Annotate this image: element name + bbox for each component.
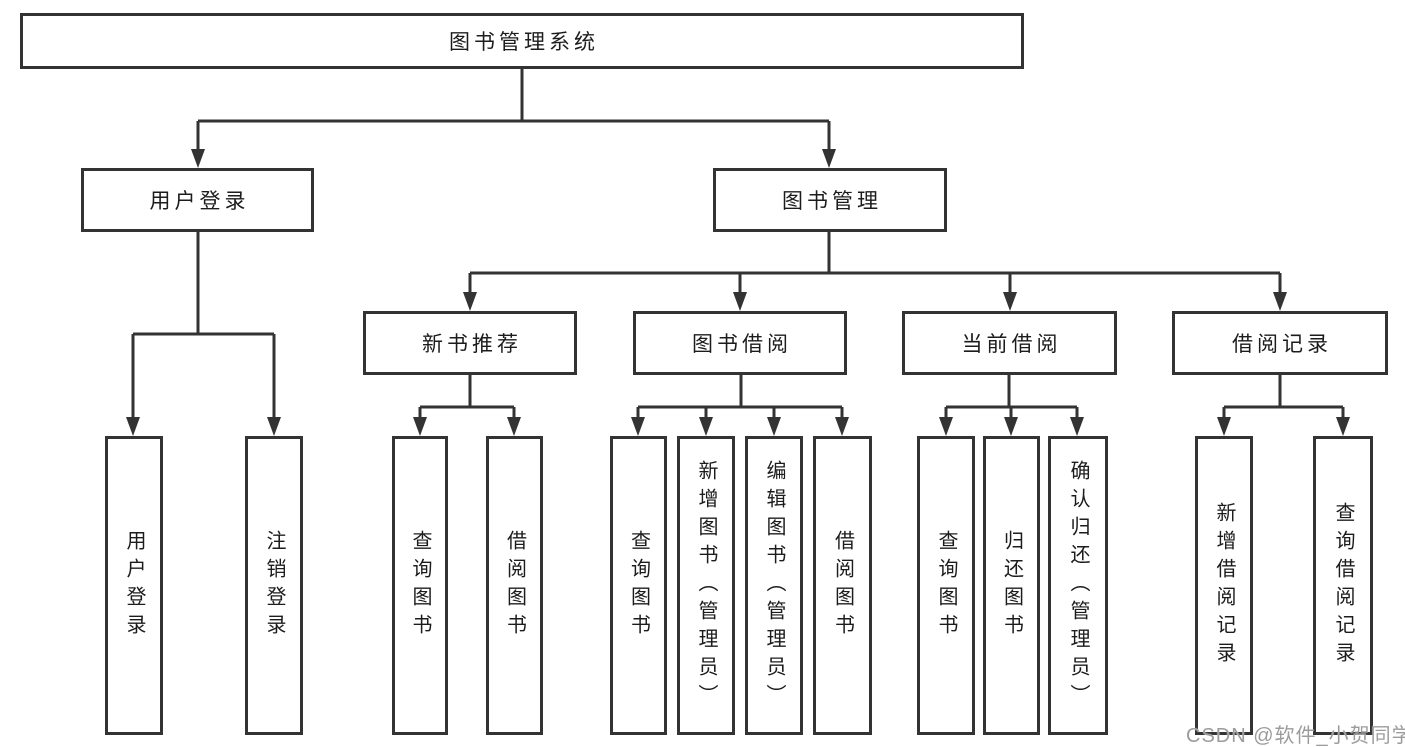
node-label: 查询图书 (409, 529, 431, 642)
leaf-recommend-query-books: 查询图书 (392, 436, 448, 735)
node-label: 用户登录 (149, 190, 250, 213)
node-book-management: 图书管理 (713, 168, 947, 232)
arrowhead-icon (413, 417, 427, 436)
arrowhead-icon (1336, 417, 1350, 436)
leaf-confirm-return-admin: 确认归还（管理员） (1048, 436, 1108, 735)
arrowhead-icon (767, 417, 781, 436)
node-user-login: 用户登录 (81, 168, 314, 232)
arrowhead-icon (939, 417, 953, 436)
leaf-add-books-admin: 新增图书（管理员） (677, 436, 735, 735)
node-label: 借阅记录 (1232, 333, 1332, 356)
node-new-book-recommend: 新书推荐 (363, 311, 577, 375)
arrowhead-icon (1273, 292, 1287, 311)
node-borrow-records: 借阅记录 (1172, 311, 1388, 375)
node-label: 归还图书 (1000, 529, 1023, 642)
node-label: 确认归还（管理员） (1067, 459, 1089, 712)
node-label: 借阅图书 (831, 529, 854, 642)
node-label: 图书借阅 (692, 333, 792, 356)
leaf-borrow-query-books: 查询图书 (610, 436, 667, 735)
arrowhead-icon (699, 417, 713, 436)
leaf-user-login: 用户登录 (105, 436, 163, 735)
leaf-logout: 注销登录 (245, 436, 303, 735)
arrowhead-icon (733, 292, 747, 311)
arrowhead-icon (463, 292, 477, 311)
node-label: 图书管理 (782, 190, 882, 213)
leaf-edit-books-admin: 编辑图书（管理员） (745, 436, 803, 735)
node-label: 查询借阅记录 (1332, 501, 1354, 670)
node-label: 新增图书（管理员） (695, 459, 717, 712)
arrowhead-icon (1004, 417, 1018, 436)
leaf-return-books: 归还图书 (983, 436, 1040, 735)
arrowhead-icon (126, 417, 140, 436)
node-root: 图书管理系统 (20, 13, 1024, 69)
csdn-watermark: CSDN @软件_小贺同学 (1186, 725, 1405, 747)
branch-lines (133, 69, 1343, 409)
node-label: 借阅图书 (503, 529, 526, 642)
node-label: 新增借阅记录 (1213, 501, 1235, 670)
node-label: 查询图书 (935, 529, 957, 642)
node-label: 编辑图书（管理员） (763, 459, 785, 712)
leaf-current-query-books: 查询图书 (917, 436, 975, 735)
arrowhead-icon (507, 417, 521, 436)
node-label: 用户登录 (123, 529, 145, 642)
leaf-borrow-books: 借阅图书 (813, 436, 872, 735)
leaf-add-borrow-record: 新增借阅记录 (1195, 436, 1253, 735)
leaf-query-borrow-record: 查询借阅记录 (1313, 436, 1373, 735)
arrowhead-icon (1217, 417, 1231, 436)
arrowhead-icon (835, 417, 849, 436)
arrowhead-icon (1003, 292, 1017, 311)
node-label: 图书管理系统 (449, 31, 599, 54)
node-label: 当前借阅 (961, 333, 1062, 356)
node-label: 新书推荐 (422, 333, 522, 356)
arrowhead-icon (822, 149, 836, 168)
arrowhead-icon (267, 417, 281, 436)
node-current-borrow: 当前借阅 (902, 311, 1117, 375)
node-label: 查询图书 (627, 529, 650, 642)
node-label: 注销登录 (263, 529, 285, 642)
node-book-borrow: 图书借阅 (633, 311, 847, 375)
arrowhead-icon (1070, 417, 1084, 436)
arrowhead-icon (631, 417, 645, 436)
leaf-recommend-borrow-books: 借阅图书 (486, 436, 543, 735)
arrowhead-icon (191, 149, 205, 168)
